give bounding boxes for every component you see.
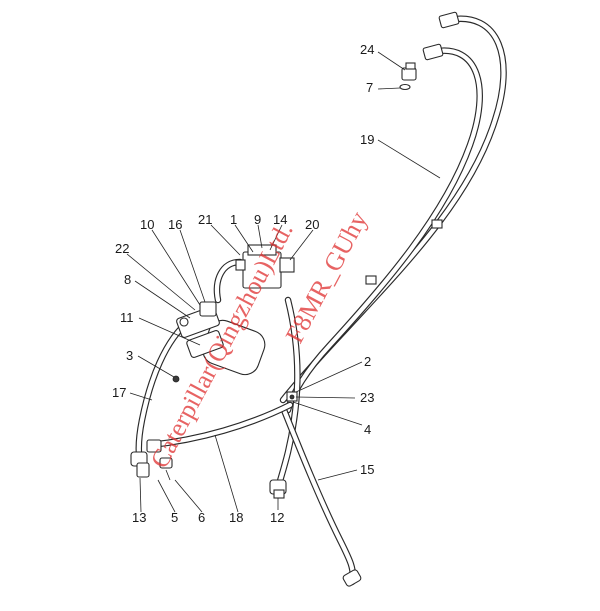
callout-13: 13 xyxy=(132,510,146,525)
hose-17-inner xyxy=(136,317,193,465)
hose-19-outer xyxy=(279,15,507,404)
clamp-2 xyxy=(365,275,377,285)
callout-6: 6 xyxy=(198,510,205,525)
fitting-5 xyxy=(146,439,162,453)
callout-3: 3 xyxy=(126,348,133,363)
callout-22: 22 xyxy=(115,241,129,256)
o-ring-7 xyxy=(399,83,411,91)
fitting-13 xyxy=(130,451,150,478)
callout-12: 12 xyxy=(270,510,284,525)
callout-8: 8 xyxy=(124,272,131,287)
callout-16: 16 xyxy=(168,217,182,232)
hose-19-inner xyxy=(280,16,506,403)
callout-23: 23 xyxy=(360,390,374,405)
fitting-12 xyxy=(269,479,287,499)
callout-9: 9 xyxy=(254,212,261,227)
callout-4: 4 xyxy=(364,422,371,437)
callout-18: 18 xyxy=(229,510,243,525)
fitting-lower-end xyxy=(342,569,362,587)
fitting-24 xyxy=(401,62,417,81)
callout-7: 7 xyxy=(366,80,373,95)
callout-21: 21 xyxy=(198,212,212,227)
valve-stack xyxy=(176,301,224,358)
hose-12-inner xyxy=(275,297,300,491)
clamp-1 xyxy=(431,219,443,229)
hose-18-inner xyxy=(147,402,293,448)
watermark-line-2: F8MR_GUhy xyxy=(280,207,373,348)
fitting-top-right-1 xyxy=(438,11,460,29)
callout-20: 20 xyxy=(305,217,319,232)
callout-14: 14 xyxy=(273,212,287,227)
hose-parallel-inner xyxy=(285,48,482,413)
callout-24: 24 xyxy=(360,42,374,57)
callout-labels: 24 7 19 1 9 14 20 21 16 10 22 8 11 3 17 … xyxy=(112,42,374,525)
callout-2: 2 xyxy=(364,354,371,369)
fitting-2-23-4 xyxy=(286,391,298,402)
callout-15: 15 xyxy=(360,462,374,477)
callout-1: 1 xyxy=(230,212,237,227)
hose-15-inner xyxy=(281,407,355,585)
bolt-3 xyxy=(172,375,180,383)
callout-5: 5 xyxy=(171,510,178,525)
valve-block-9 xyxy=(235,244,295,289)
fitting-top-right-2 xyxy=(422,43,444,61)
callout-17: 17 xyxy=(112,385,126,400)
callout-11: 11 xyxy=(120,310,134,325)
callout-10: 10 xyxy=(140,217,154,232)
callout-19: 19 xyxy=(360,132,374,147)
components xyxy=(130,11,460,587)
fitting-6 xyxy=(159,457,173,481)
leader-lines xyxy=(126,51,441,513)
